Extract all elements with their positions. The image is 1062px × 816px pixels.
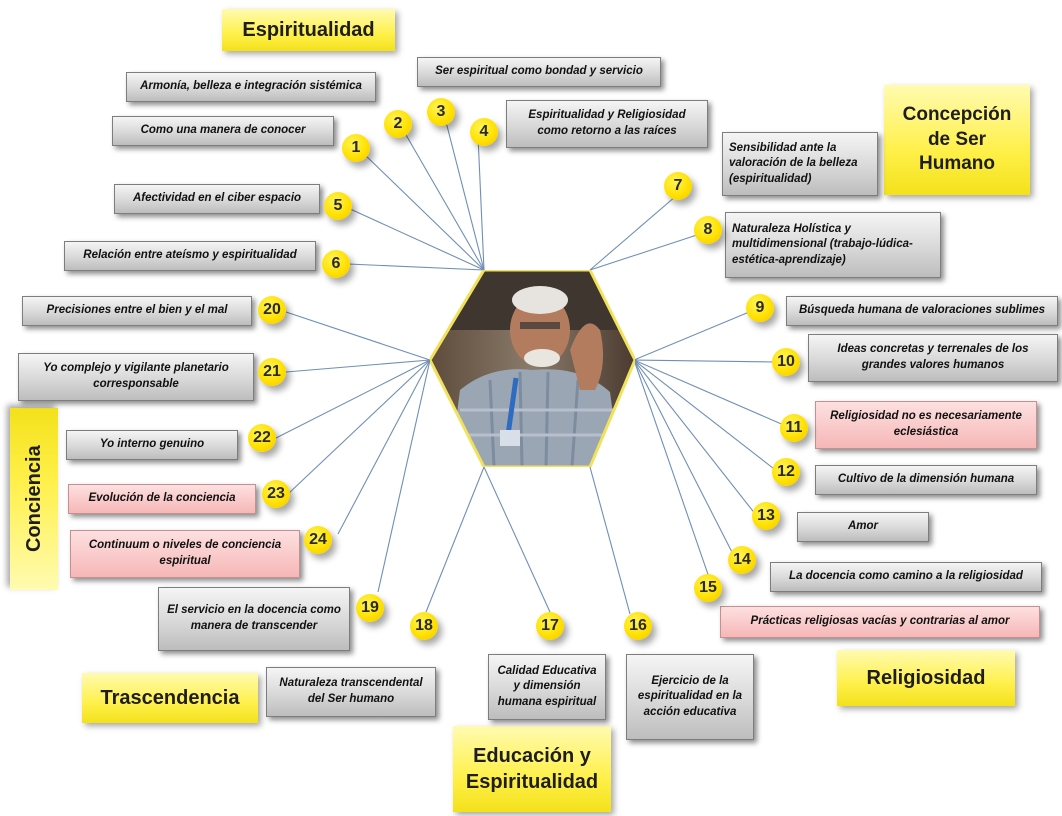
item-box-8: Naturaleza Holística y multidimensional … bbox=[725, 212, 941, 278]
item-box-23: Evolución de la conciencia bbox=[68, 484, 256, 514]
item-box-21: Yo complejo y vigilante planetario corre… bbox=[18, 353, 254, 401]
item-box-9: Búsqueda humana de valoraciones sublimes bbox=[786, 296, 1058, 326]
number-badge-24: 24 bbox=[304, 526, 332, 554]
connector-23 bbox=[287, 359, 431, 495]
number-badge-11: 11 bbox=[780, 414, 808, 442]
item-box-1: Como una manera de conocer bbox=[112, 116, 334, 146]
item-box-11: Religiosidad no es necesariamente eclesi… bbox=[815, 401, 1037, 449]
category-religiosidad: Religiosidad bbox=[837, 650, 1015, 706]
number-badge-9: 9 bbox=[746, 294, 774, 322]
category-educacion-espiritualidad: Educación y Espiritualidad bbox=[453, 726, 611, 812]
connector-18 bbox=[425, 466, 485, 613]
number-badge-10: 10 bbox=[772, 348, 800, 376]
connector-24 bbox=[337, 359, 431, 535]
number-badge-23: 23 bbox=[262, 480, 290, 508]
connector-15 bbox=[633, 359, 713, 587]
connector-1 bbox=[361, 151, 485, 271]
number-badge-21: 21 bbox=[258, 358, 286, 386]
connector-9 bbox=[633, 309, 755, 361]
connector-17 bbox=[483, 466, 551, 613]
connector-13 bbox=[633, 359, 757, 516]
item-box-16: Ejercicio de la espiritualidad en la acc… bbox=[626, 654, 754, 740]
item-box-3: Ser espiritual como bondad y servicio bbox=[417, 57, 661, 87]
connector-10 bbox=[633, 359, 777, 363]
connector-22 bbox=[275, 359, 431, 439]
item-box-5: Afectividad en el ciber espacio bbox=[114, 184, 320, 214]
number-badge-12: 12 bbox=[772, 458, 800, 486]
number-badge-13: 13 bbox=[752, 502, 780, 530]
item-box-24: Continuum o niveles de conciencia espiri… bbox=[70, 530, 300, 578]
connector-16 bbox=[589, 466, 631, 615]
item-box-22: Yo interno genuino bbox=[66, 430, 238, 460]
item-box-2: Armonía, belleza e integración sistémica bbox=[126, 72, 376, 102]
number-badge-8: 8 bbox=[694, 216, 722, 244]
category-espiritualidad: Espiritualidad bbox=[222, 9, 395, 51]
number-badge-1: 1 bbox=[342, 134, 370, 162]
number-badge-2: 2 bbox=[384, 110, 412, 138]
category-trascendencia: Trascendencia bbox=[82, 673, 258, 723]
number-badge-18: 18 bbox=[410, 612, 438, 640]
item-box-10: Ideas concretas y terrenales de los gran… bbox=[808, 334, 1058, 382]
connector-7 bbox=[589, 195, 677, 271]
number-badge-3: 3 bbox=[427, 98, 455, 126]
connector-6 bbox=[347, 263, 485, 271]
number-badge-17: 17 bbox=[536, 612, 564, 640]
number-badge-16: 16 bbox=[624, 612, 652, 640]
number-badge-7: 7 bbox=[664, 172, 692, 200]
item-box-15: Prácticas religiosas vacías y contrarias… bbox=[720, 606, 1040, 638]
number-badge-6: 6 bbox=[322, 250, 350, 278]
item-box-20: Precisiones entre el bien y el mal bbox=[22, 296, 252, 326]
number-badge-20: 20 bbox=[258, 296, 286, 324]
number-badge-22: 22 bbox=[248, 424, 276, 452]
category-conciencia: Conciencia bbox=[10, 408, 58, 590]
item-box-17: Calidad Educativa y dimensión humana esp… bbox=[488, 654, 606, 720]
number-badge-14: 14 bbox=[728, 546, 756, 574]
item-box-18: Naturaleza transcendental del Ser humano bbox=[266, 667, 436, 717]
connector-21 bbox=[285, 359, 431, 373]
number-badge-4: 4 bbox=[470, 118, 498, 146]
item-box-14: La docencia como camino a la religiosida… bbox=[770, 562, 1042, 592]
number-badge-5: 5 bbox=[324, 192, 352, 220]
connector-20 bbox=[285, 311, 431, 361]
connector-8 bbox=[589, 233, 701, 271]
number-badge-19: 19 bbox=[356, 594, 384, 622]
number-badge-15: 15 bbox=[694, 574, 722, 602]
item-box-13: Amor bbox=[797, 512, 929, 542]
item-box-19: El servicio en la docencia como manera d… bbox=[158, 587, 350, 651]
item-box-7: Sensibilidad ante la valoración de la be… bbox=[722, 132, 878, 196]
item-box-6: Relación entre ateísmo y espiritualidad bbox=[64, 241, 316, 271]
central-photo bbox=[430, 270, 635, 467]
connector-11 bbox=[633, 359, 787, 427]
connector-2 bbox=[401, 127, 485, 271]
category-concepcion-ser-humano: Concepción de Ser Humano bbox=[884, 85, 1030, 195]
connector-12 bbox=[633, 359, 779, 473]
connector-19 bbox=[377, 359, 431, 593]
connector-14 bbox=[633, 359, 737, 561]
connector-5 bbox=[347, 207, 485, 271]
item-box-12: Cultivo de la dimensión humana bbox=[815, 465, 1037, 495]
connector-3 bbox=[444, 117, 485, 271]
item-box-4: Espiritualidad y Religiosidad como retor… bbox=[506, 100, 708, 148]
connector-4 bbox=[477, 135, 485, 271]
